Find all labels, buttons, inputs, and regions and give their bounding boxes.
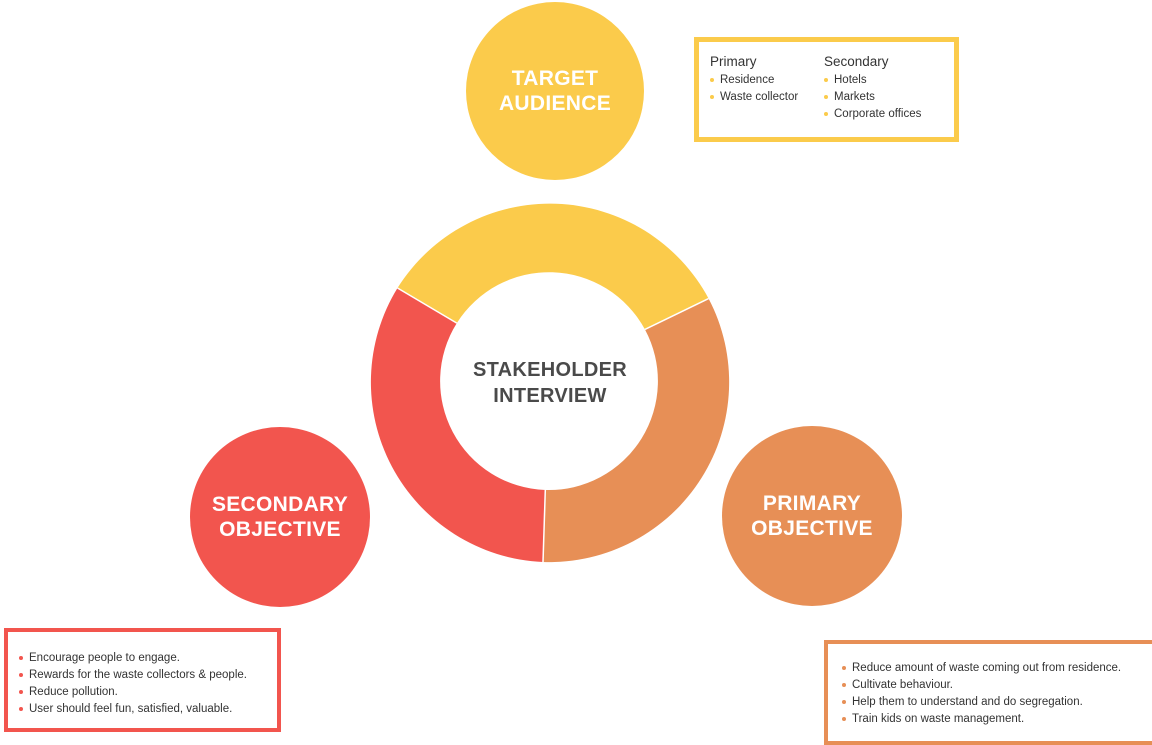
ring-divider bbox=[644, 297, 709, 331]
bullet-icon bbox=[842, 700, 846, 704]
bullet-icon bbox=[842, 683, 846, 687]
target-audience-box: Primary Residence Waste collector Second… bbox=[694, 37, 959, 142]
bullet-icon bbox=[824, 95, 828, 99]
list-item: Waste collector bbox=[710, 89, 798, 106]
secondary-objective-box: Encourage people to engage. Rewards for … bbox=[4, 628, 281, 732]
ring-divider bbox=[397, 287, 458, 324]
list-item: Encourage people to engage. bbox=[19, 650, 277, 667]
list-item: Corporate offices bbox=[824, 106, 921, 123]
list-item: User should feel fun, satisfied, valuabl… bbox=[19, 701, 277, 718]
secondary-objective-circle: SECONDARY OBJECTIVE bbox=[190, 427, 370, 607]
primary-objective-list: Reduce amount of waste coming out from r… bbox=[842, 660, 1152, 728]
bullet-icon bbox=[710, 78, 714, 82]
target-audience-label: TARGET AUDIENCE bbox=[498, 67, 612, 115]
bullet-icon bbox=[19, 673, 23, 677]
list-item: Help them to understand and do segregati… bbox=[842, 694, 1152, 711]
bullet-icon bbox=[842, 717, 846, 721]
list-item: Markets bbox=[824, 89, 921, 106]
bullet-icon bbox=[19, 656, 23, 660]
primary-audience-title: Primary bbox=[710, 54, 757, 69]
list-item: Train kids on waste management. bbox=[842, 711, 1152, 728]
bullet-icon bbox=[710, 95, 714, 99]
list-item: Reduce amount of waste coming out from r… bbox=[842, 660, 1152, 677]
primary-audience-list: Residence Waste collector bbox=[710, 72, 798, 106]
primary-audience-column: Primary Residence Waste collector bbox=[710, 53, 798, 106]
bullet-icon bbox=[19, 690, 23, 694]
ring-divider bbox=[542, 489, 547, 563]
list-item: Cultivate behaviour. bbox=[842, 677, 1152, 694]
list-item: Rewards for the waste collectors & peopl… bbox=[19, 667, 277, 684]
secondary-audience-column: Secondary Hotels Markets Corporate offic… bbox=[824, 53, 921, 123]
secondary-objective-label: SECONDARY OBJECTIVE bbox=[211, 493, 349, 541]
list-item: Residence bbox=[710, 72, 798, 89]
primary-objective-box: Reduce amount of waste coming out from r… bbox=[824, 640, 1152, 745]
secondary-objective-list: Encourage people to engage. Rewards for … bbox=[19, 650, 277, 718]
bullet-icon bbox=[824, 78, 828, 82]
list-item: Hotels bbox=[824, 72, 921, 89]
ring-segment-target-audience bbox=[397, 203, 709, 330]
ring-segment-primary-objective bbox=[543, 298, 730, 563]
bullet-icon bbox=[824, 112, 828, 116]
ring-segment-secondary-objective bbox=[370, 288, 546, 562]
bullet-icon bbox=[842, 666, 846, 670]
target-audience-circle: TARGET AUDIENCE bbox=[466, 2, 644, 180]
primary-objective-label: PRIMARY OBJECTIVE bbox=[751, 492, 873, 540]
secondary-audience-title: Secondary bbox=[824, 54, 889, 69]
bullet-icon bbox=[19, 707, 23, 711]
list-item: Reduce pollution. bbox=[19, 684, 277, 701]
primary-objective-circle: PRIMARY OBJECTIVE bbox=[722, 426, 902, 606]
center-label: STAKEHOLDER INTERVIEW bbox=[472, 359, 628, 407]
secondary-audience-list: Hotels Markets Corporate offices bbox=[824, 72, 921, 123]
